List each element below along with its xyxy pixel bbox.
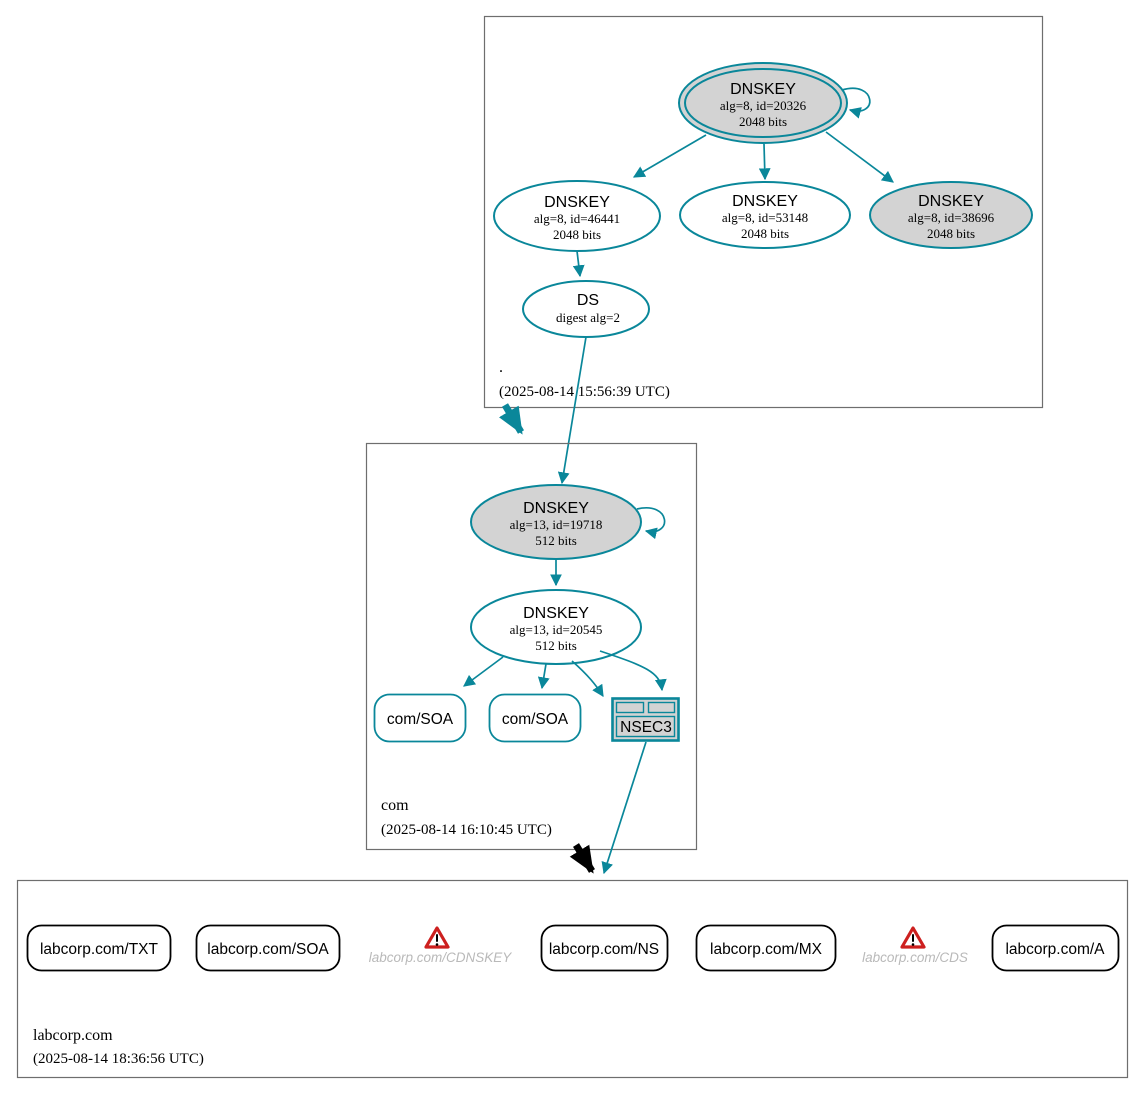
labcorp-ns-node: labcorp.com/NS [540, 924, 669, 972]
com-zone-border [365, 442, 698, 851]
com-zone-label: com [381, 797, 409, 814]
dnskey-19718-meta: alg=13, id=19718 [510, 517, 603, 532]
dnskey-53148-meta: alg=8, id=53148 [722, 210, 808, 225]
edge-20545-nsec3-left [571, 660, 604, 698]
labcorp-soa-label: labcorp.com/SOA [207, 941, 329, 958]
edge-nsec3-labcorp [601, 741, 647, 875]
zone-box-com: DNSKEY alg=13, id=19718 512 bits DNSKEY … [365, 442, 698, 851]
warning-icon [424, 926, 450, 949]
labcorp-cds-label: labcorp.com/CDS [862, 950, 968, 965]
dnskey-20545-node: DNSKEY alg=13, id=20545 512 bits [470, 589, 642, 665]
labcorp-txt-label: labcorp.com/TXT [40, 941, 159, 958]
ds-node: DS digest alg=2 [522, 280, 650, 338]
labcorp-a-label: labcorp.com/A [1005, 941, 1105, 958]
edge-46441-ds [572, 250, 585, 278]
labcorp-mx-label: labcorp.com/MX [710, 941, 823, 958]
labcorp-cdnskey-label: labcorp.com/CDNSKEY [369, 950, 513, 965]
dnskey-53148-title: DNSKEY [732, 193, 798, 210]
labcorp-txt-node: labcorp.com/TXT [26, 924, 172, 972]
dnskey-46441-bits: 2048 bits [553, 227, 601, 242]
dnskey-20545-bits: 512 bits [535, 638, 577, 653]
dnskey-38696-node: DNSKEY alg=8, id=38696 2048 bits [869, 181, 1033, 249]
edge-ds-com-dnskey [557, 336, 587, 485]
dnskey-19718-bits: 512 bits [535, 533, 577, 548]
dnskey-53148-bits: 2048 bits [741, 226, 789, 241]
dnskey-20326-title: DNSKEY [730, 81, 796, 98]
dnskey-46441-title: DNSKEY [544, 194, 610, 211]
labcorp-zone-border [16, 879, 1129, 1079]
dnskey-46441-node: DNSKEY alg=8, id=46441 2048 bits [493, 180, 661, 252]
dnskey-20326-bits: 2048 bits [739, 114, 787, 129]
dnskey-20326-meta: alg=8, id=20326 [720, 98, 807, 113]
edge-20545-soa1 [463, 656, 504, 687]
labcorp-cdnskey-warning: labcorp.com/CDNSKEY [369, 926, 513, 965]
edge-20545-soa2 [537, 663, 550, 690]
dnskey-38696-bits: 2048 bits [927, 226, 975, 241]
edge-com-labcorp-delegation [569, 843, 595, 874]
dnskey-20545-title: DNSKEY [523, 605, 589, 622]
nsec3-label: NSEC3 [620, 719, 672, 736]
labcorp-a-node: labcorp.com/A [991, 924, 1120, 972]
dnskey-53148-node: DNSKEY alg=8, id=53148 2048 bits [679, 181, 851, 249]
com-zone-timestamp: (2025-08-14 16:10:45 UTC) [381, 822, 552, 838]
root-zone-timestamp: (2025-08-14 15:56:39 UTC) [499, 384, 670, 400]
labcorp-mx-node: labcorp.com/MX [695, 924, 837, 972]
dnskey-20326-node: DNSKEY alg=8, id=20326 2048 bits [678, 62, 871, 144]
labcorp-zone-label: labcorp.com [33, 1027, 113, 1044]
labcorp-ns-label: labcorp.com/NS [549, 941, 659, 958]
labcorp-soa-node: labcorp.com/SOA [195, 924, 341, 972]
com-soa2-node: com/SOA [488, 693, 582, 743]
edge-20326-53148 [758, 143, 771, 181]
edge-20326-46441 [632, 134, 707, 178]
ds-title: DS [577, 292, 599, 309]
dnskey-38696-title: DNSKEY [918, 193, 984, 210]
dnskey-20326-self-sign-edge [841, 87, 871, 119]
com-soa1-node: com/SOA [373, 693, 467, 743]
dnskey-38696-meta: alg=8, id=38696 [908, 210, 995, 225]
zone-box-labcorp: labcorp.com/TXT labcorp.com/SOA labcorp.… [16, 879, 1129, 1079]
edge-20545-nsec3-right [599, 650, 667, 692]
root-zone-label: . [499, 359, 503, 376]
labcorp-cds-warning: labcorp.com/CDS [862, 926, 968, 965]
dnskey-46441-meta: alg=8, id=46441 [534, 211, 620, 226]
com-soa1-label: com/SOA [387, 711, 454, 728]
warning-icon [900, 926, 926, 949]
root-zone-border [483, 15, 1044, 409]
zone-box-root: DNSKEY alg=8, id=20326 2048 bits DNSKEY … [483, 15, 1044, 409]
edge-root-com-delegation [498, 403, 525, 435]
dnskey-20545-meta: alg=13, id=20545 [510, 622, 603, 637]
dnskey-19718-self-sign-edge [636, 506, 666, 540]
ds-meta: digest alg=2 [556, 310, 620, 325]
dnskey-19718-title: DNSKEY [523, 500, 589, 517]
dnskey-19718-node: DNSKEY alg=13, id=19718 512 bits [470, 484, 666, 560]
nsec3-node: NSEC3 [611, 697, 680, 742]
labcorp-zone-timestamp: (2025-08-14 18:36:56 UTC) [33, 1051, 204, 1067]
com-soa2-label: com/SOA [502, 711, 569, 728]
edge-20326-38696 [825, 131, 894, 183]
